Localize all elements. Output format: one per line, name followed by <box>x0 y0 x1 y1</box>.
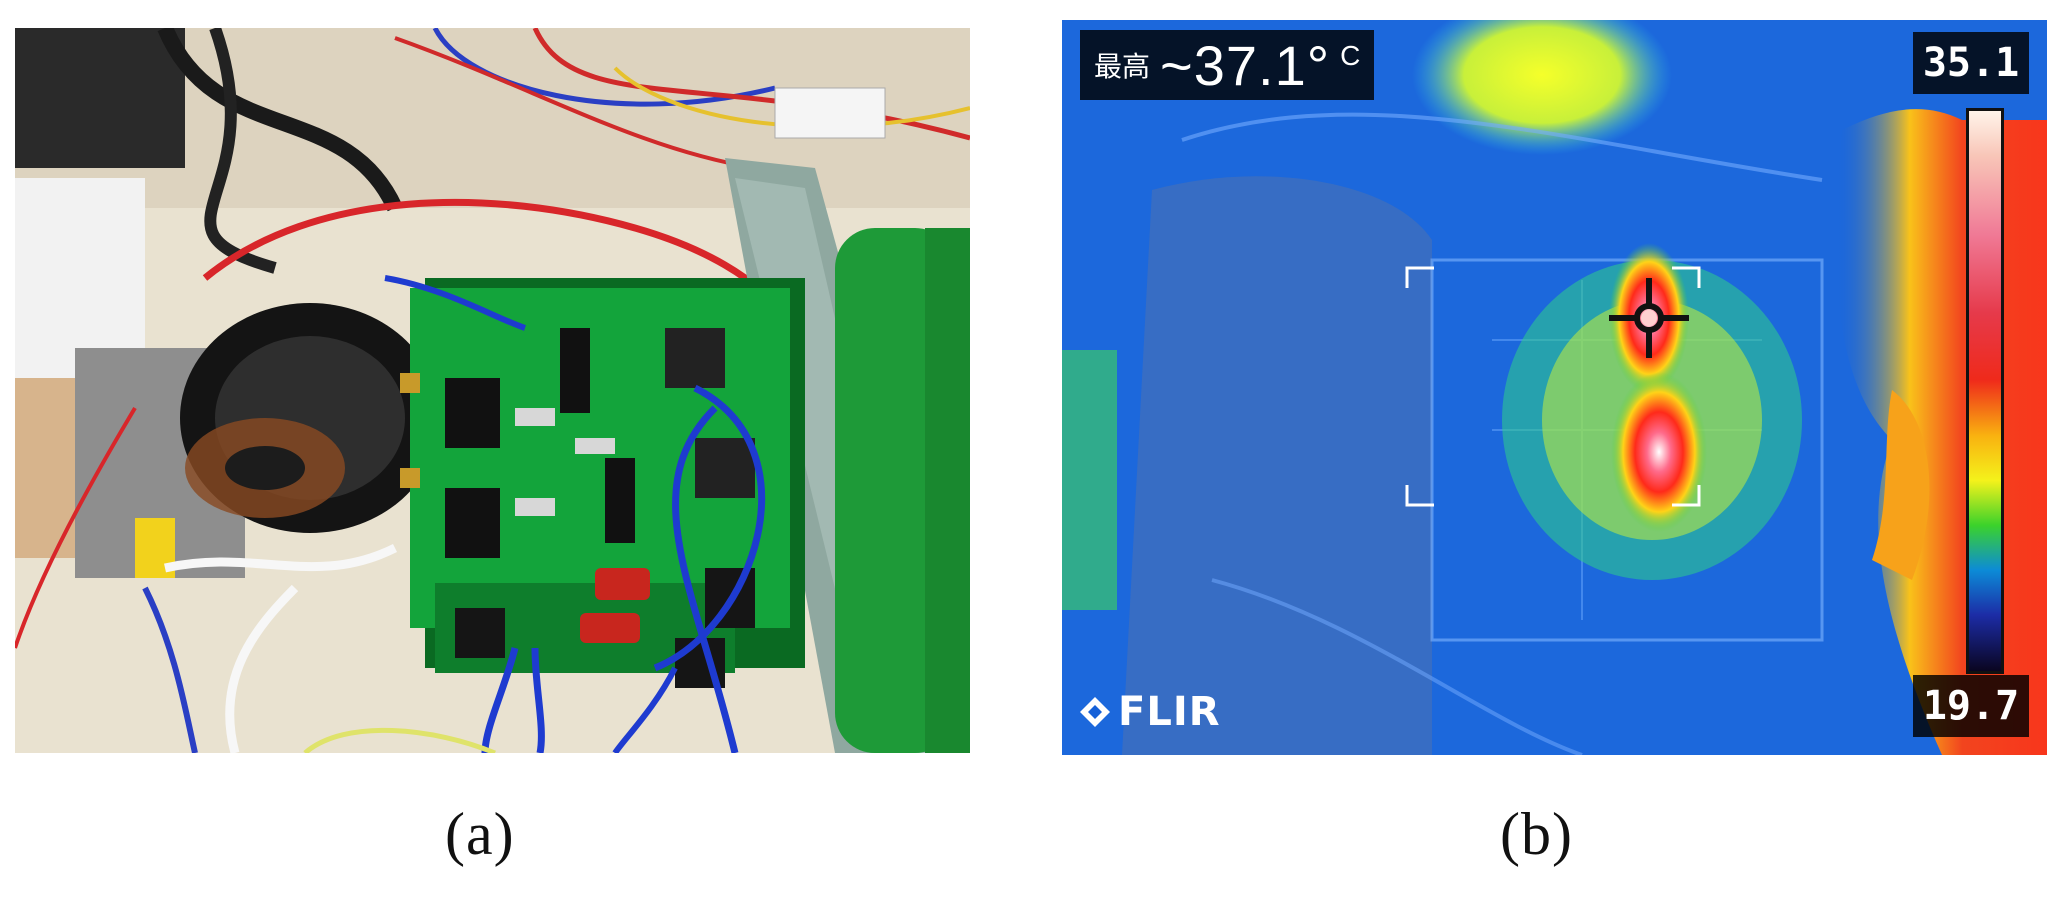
temperature-unit: C <box>1340 40 1361 71</box>
pcb-photo-illustration <box>15 28 970 753</box>
crosshair-icon <box>1609 278 1689 358</box>
caption-b: (b) <box>1500 801 1573 867</box>
max-temperature-value: ~37.1° <box>1160 33 1331 97</box>
flir-diamond-icon <box>1080 697 1110 727</box>
color-scale-bar <box>1966 108 2004 674</box>
scale-min-value: 19.7 <box>1913 675 2029 737</box>
flir-brand-text: FLIR <box>1118 689 1221 735</box>
caption-a: (a) <box>445 801 515 867</box>
thermal-image: 最高 ~37.1° C 35.1 19.7 FLIR <box>1062 20 2047 755</box>
scale-max-value: 35.1 <box>1913 32 2029 94</box>
max-temperature-readout: 最高 ~37.1° C <box>1080 30 1375 100</box>
pcb-photo <box>15 28 970 753</box>
flir-logo: FLIR <box>1078 689 1221 735</box>
max-temperature-label: 最高 <box>1094 50 1151 83</box>
thermal-image-illustration <box>1062 20 2047 755</box>
